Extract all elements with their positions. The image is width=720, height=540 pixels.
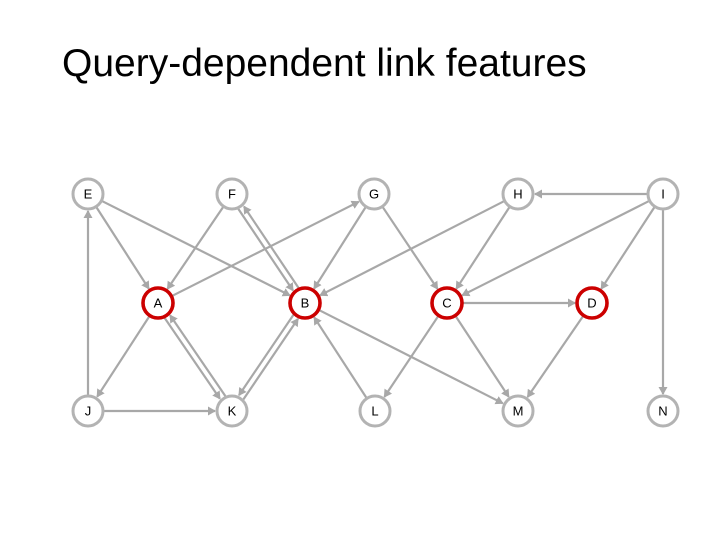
node-circle-K [215,394,249,428]
edge-A-J [96,315,151,398]
node-label-F: F [228,187,236,202]
edge-A-G [171,200,360,297]
node-N: N [646,394,680,428]
node-circle-L [358,394,392,428]
edge-D-M [526,315,584,398]
node-label-M: M [513,404,524,419]
node-label-L: L [371,404,378,419]
node-label-B: B [301,296,310,311]
node-circle-E [71,177,105,211]
node-label-C: C [442,296,451,311]
node-label-I: I [661,187,665,202]
slide-title: Query-dependent link features [62,42,587,85]
node-A: A [141,286,175,320]
node-K: K [215,394,249,428]
node-circle-G [357,177,391,211]
node-label-K: K [228,404,237,419]
node-G: G [357,177,391,211]
edge-B-F [243,205,300,289]
node-circle-N [646,394,680,428]
node-J: J [71,394,105,428]
node-circle-C [430,286,464,320]
node-M: M [501,394,535,428]
edge-H-C [455,206,511,290]
node-label-H: H [513,187,522,202]
node-circle-J [71,394,105,428]
node-circle-F [215,177,249,211]
node-label-G: G [369,187,379,202]
edge-B-M [318,309,504,405]
node-C: C [430,286,464,320]
node-circle-H [501,177,535,211]
node-H: H [501,177,535,211]
edge-I-D [600,206,656,290]
edge-B-K [238,313,295,397]
node-F: F [215,177,249,211]
node-E: E [71,177,105,211]
node-circle-M [501,394,535,428]
node-circle-D [575,286,609,320]
node-B: B [288,286,322,320]
edge-K-A [169,314,227,397]
edge-I-C [461,200,650,297]
node-label-D: D [587,296,596,311]
edge-H-B [319,200,505,297]
edge-L-B [313,316,368,399]
edge-A-K [163,317,221,400]
edge-K-B [242,317,299,401]
node-circle-B [288,286,322,320]
node-circle-A [141,286,175,320]
node-label-J: J [85,404,92,419]
node-label-E: E [84,187,93,202]
edge-G-B [313,206,367,290]
edge-F-A [166,206,224,290]
node-I: I [646,177,680,211]
node-L: L [358,394,392,428]
node-D: D [575,286,609,320]
edge-C-M [454,315,510,398]
node-label-A: A [154,296,163,311]
node-circle-I [646,177,680,211]
edge-E-A [95,206,150,290]
node-label-N: N [658,404,667,419]
